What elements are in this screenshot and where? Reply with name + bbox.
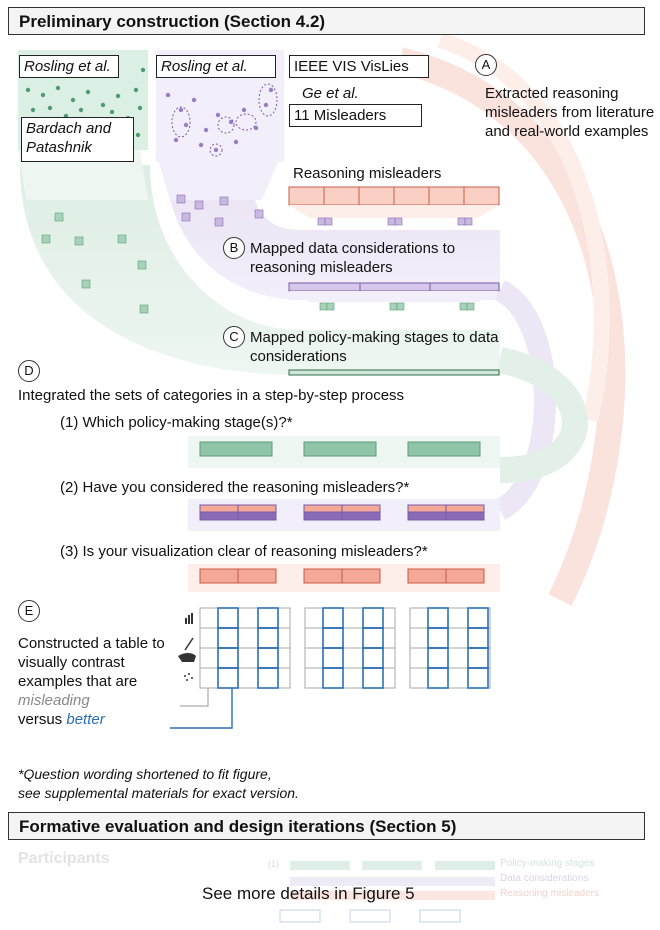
step-a-marker: A bbox=[475, 54, 497, 76]
see-more-details: See more details in Figure 5 bbox=[202, 884, 415, 903]
legend-data: Data considerations bbox=[500, 873, 589, 884]
step-d-marker: D bbox=[18, 360, 40, 382]
footnote-line-1: *Question wording shortened to fit figur… bbox=[18, 766, 272, 782]
legend-reasoning: Reasoning misleaders bbox=[500, 888, 599, 899]
step-e-text-main: Constructed a table to visually contrast… bbox=[18, 635, 165, 690]
data-considerations-bar bbox=[288, 282, 500, 311]
step-e-misleading: misleading bbox=[18, 692, 90, 709]
source-ieee-vislies: IEEE VIS VisLies bbox=[289, 55, 429, 78]
footnote-line-2: see supplemental materials for exact ver… bbox=[18, 785, 299, 801]
step-c-text: Mapped policy-making stages to data cons… bbox=[250, 329, 499, 365]
question-2-options bbox=[188, 499, 500, 531]
step-e-text: Constructed a table to visually contrast… bbox=[18, 634, 188, 729]
policy-stages-bar bbox=[288, 369, 500, 376]
figure5-preview: (1) Policy-making stages Data considerat… bbox=[250, 855, 650, 925]
participants-label: Participants bbox=[18, 850, 110, 867]
question-1-options bbox=[188, 436, 500, 468]
question-1: (1) Which policy-making stage(s)?* bbox=[60, 414, 293, 431]
step-e-versus: versus bbox=[18, 711, 63, 728]
step-b-text: Mapped data considerations to reasoning … bbox=[250, 240, 456, 276]
question-2: (2) Have you considered the reasoning mi… bbox=[60, 479, 410, 496]
step-b-marker: B bbox=[223, 237, 245, 259]
source-rosling-green: Rosling et al. bbox=[19, 55, 119, 78]
scattered-categories bbox=[41, 194, 264, 314]
contrast-table bbox=[170, 607, 491, 729]
section-header-preliminary: Preliminary construction (Section 4.2) bbox=[8, 7, 645, 35]
reasoning-misleaders-bar bbox=[288, 186, 500, 226]
step-e-better: better bbox=[66, 711, 105, 728]
reasoning-misleaders-label: Reasoning misleaders bbox=[293, 165, 442, 182]
step-c-marker: C bbox=[223, 326, 245, 348]
footnote: *Question wording shortened to fit figur… bbox=[18, 765, 299, 803]
step-a-text: Extracted reasoning misleaders from lite… bbox=[485, 85, 655, 140]
question-3-options bbox=[188, 564, 500, 592]
source-ge: Ge et al. bbox=[302, 85, 359, 102]
section-header-formative: Formative evaluation and design iteratio… bbox=[8, 812, 645, 840]
legend-policy: Policy-making stages bbox=[500, 858, 595, 869]
figure5-q-marker: (1) bbox=[268, 859, 279, 869]
source-bardach: Bardach and Patashnik bbox=[21, 117, 134, 162]
step-d-text: Integrated the sets of categories in a s… bbox=[18, 387, 405, 404]
question-3: (3) Is your visualization clear of reaso… bbox=[60, 543, 428, 560]
figure5-miniature bbox=[279, 861, 495, 923]
source-11-misleaders: 11 Misleaders bbox=[289, 104, 422, 127]
source-rosling-purple: Rosling et al. bbox=[156, 55, 276, 78]
step-e-marker: E bbox=[18, 600, 40, 622]
